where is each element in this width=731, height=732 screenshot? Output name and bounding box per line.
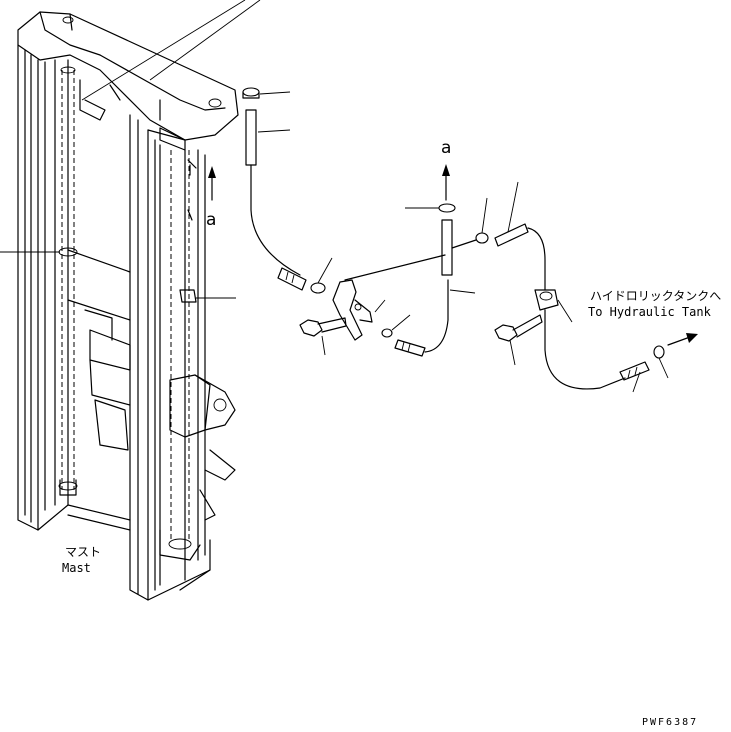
mast-leader-lines	[0, 0, 261, 299]
hydraulic-hose-assembly	[242, 87, 698, 393]
tank-label-en: To Hydraulic Tank	[588, 305, 711, 319]
tank-label-jp: ハイドロリックタンクへ	[590, 289, 722, 303]
mast-frame	[17, 11, 239, 601]
view-a-top-label: a	[441, 138, 452, 158]
view-a-side-label: a	[206, 210, 217, 230]
mast-label-en: Mast	[62, 561, 91, 575]
mast-label-jp: マスト	[65, 545, 102, 559]
view-arrow-top	[442, 164, 450, 201]
view-arrow-side	[208, 166, 216, 201]
drawing-code: PWF6387	[642, 717, 699, 728]
